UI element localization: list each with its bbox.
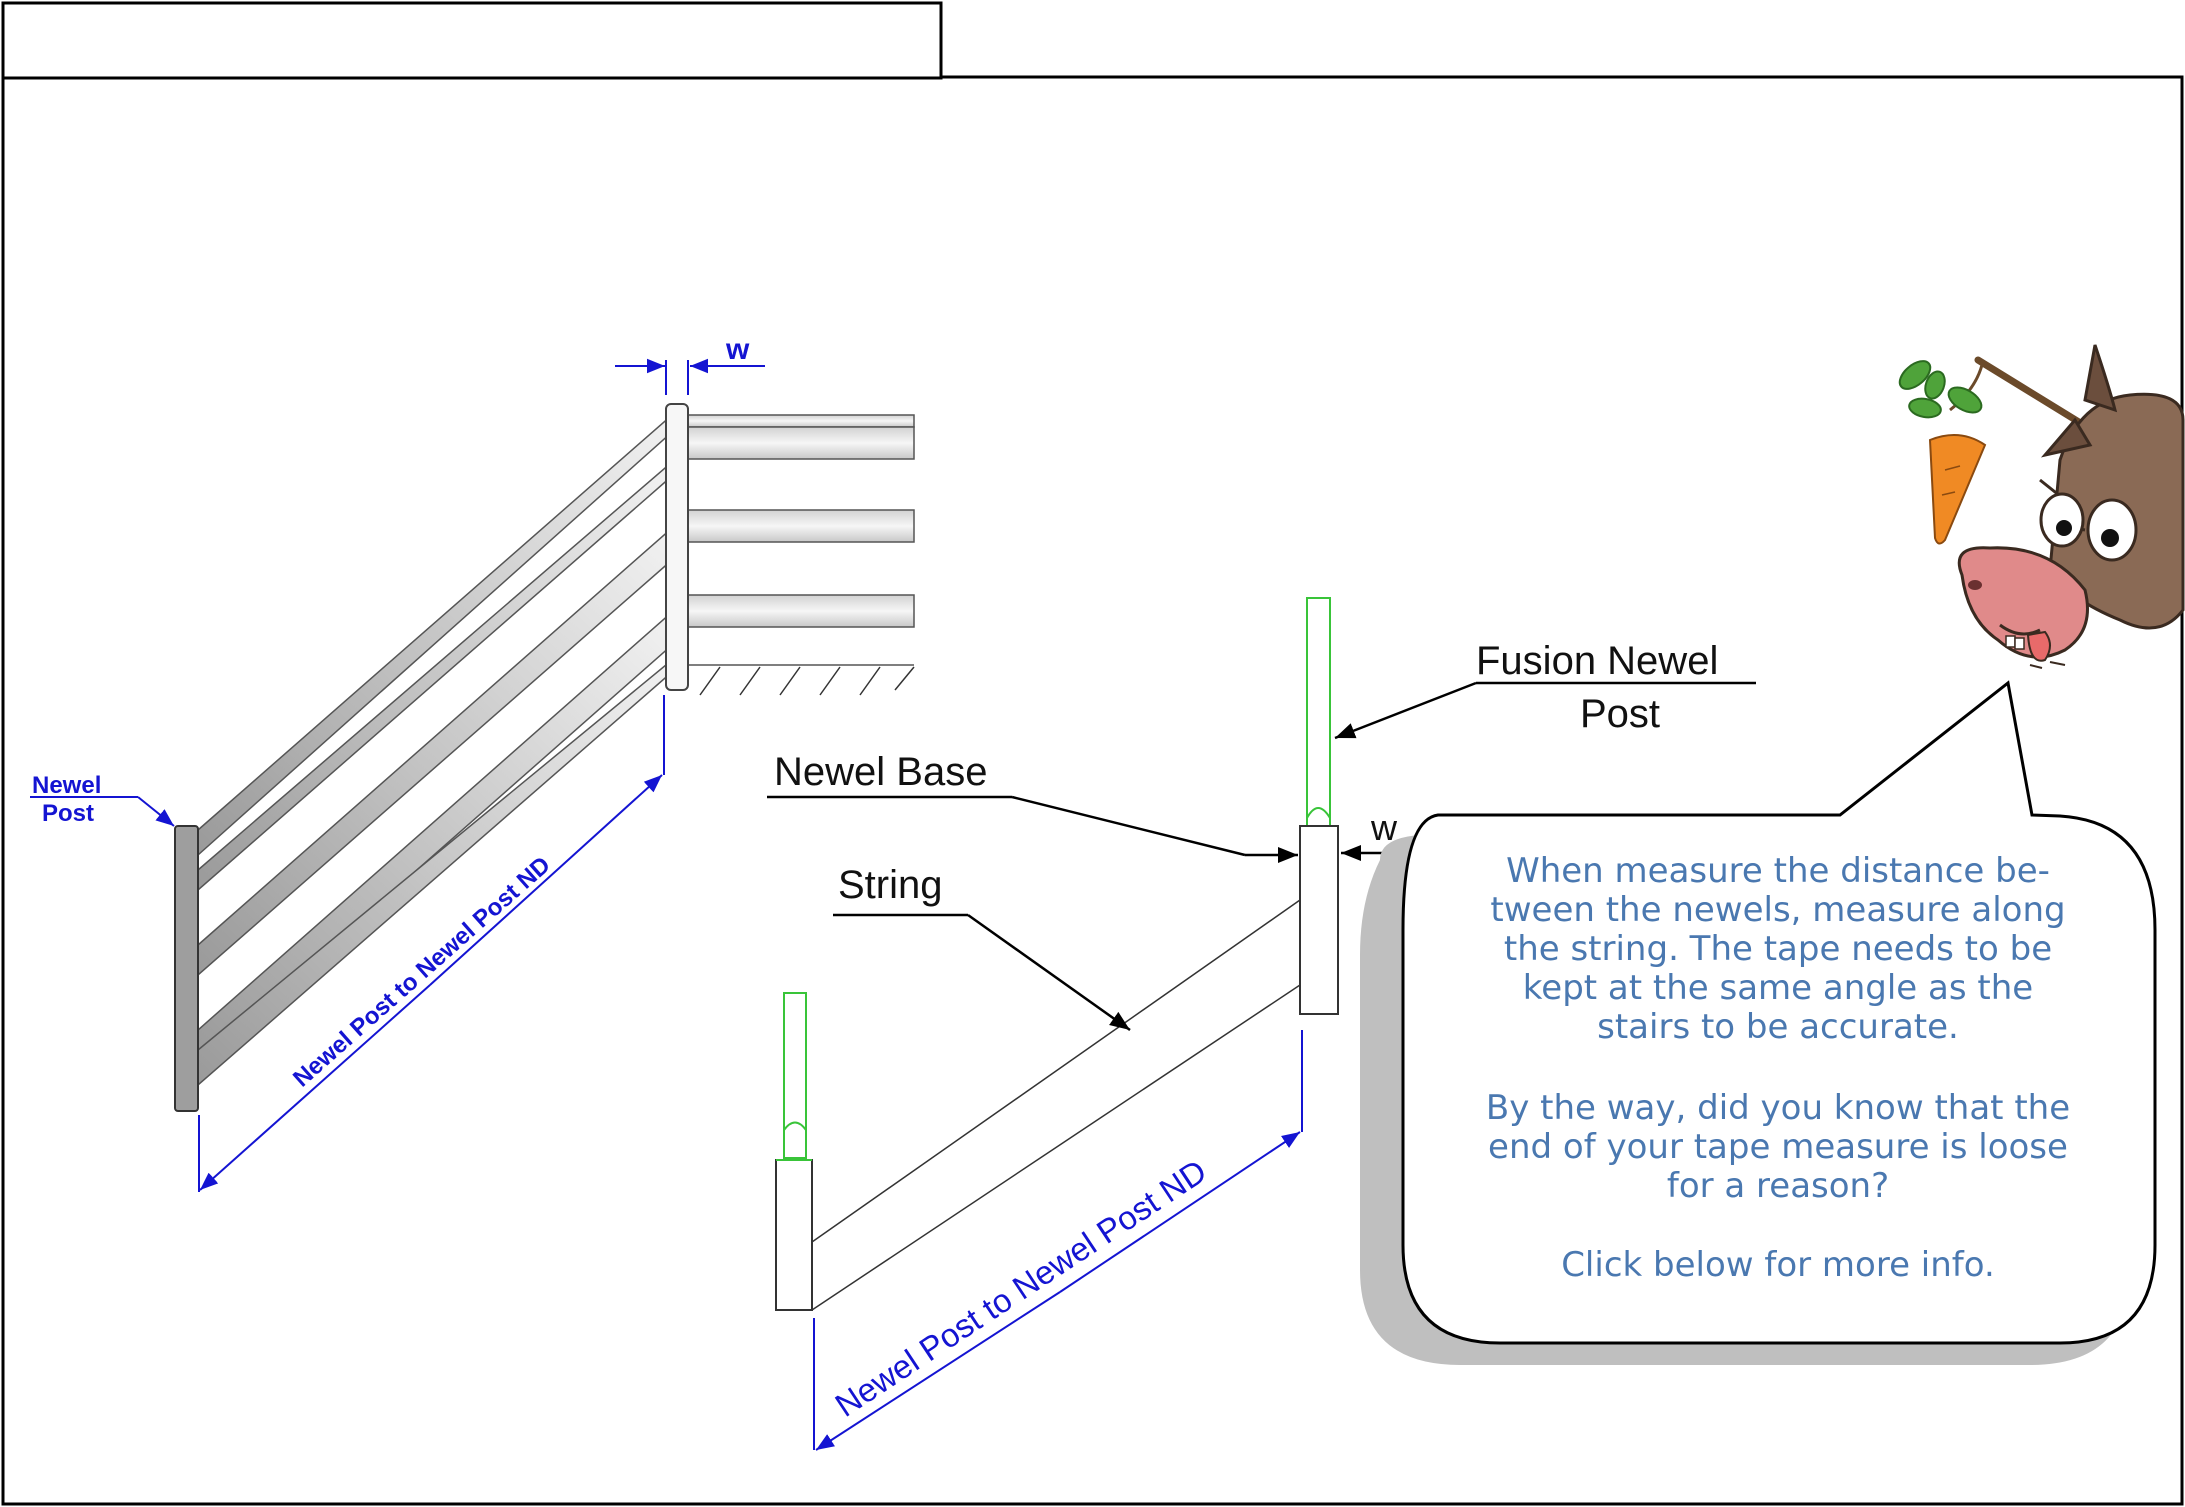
- newel-base-label: Newel Base: [774, 750, 987, 794]
- string-label: String: [838, 863, 943, 907]
- bubble-line: for a reason?: [1667, 1166, 1889, 1206]
- newel-base-callout: [767, 795, 1298, 863]
- fusion-post-label-line1: Fusion Newel: [1476, 639, 1718, 683]
- speech-bubble-text: When measure the distance be- tween the …: [1486, 851, 2070, 1285]
- bubble-line: end of your tape measure is loose: [1488, 1127, 2068, 1167]
- fusion-post-label-line2: Post: [1580, 692, 1660, 736]
- bubble-line: kept at the same angle as the: [1523, 968, 2033, 1008]
- bubble-line: When measure the distance be-: [1506, 851, 2050, 891]
- right-length-label: Newel Post to Newel Post ND: [828, 1152, 1212, 1424]
- left-length-dimension: [198, 695, 665, 1192]
- left-width-dimension: [615, 358, 765, 395]
- bubble-line: By the way, did you know that the: [1486, 1088, 2070, 1128]
- speech-bubble: [1360, 680, 2157, 1365]
- stair-rail-illustration: [174, 403, 915, 1112]
- string-and-newels-illustration: [775, 597, 1339, 1311]
- right-length-dimension: [813, 1030, 1303, 1451]
- bubble-line: Click below for more info.: [1561, 1245, 1995, 1285]
- left-newel-label-line1: Newel: [32, 772, 101, 799]
- left-newel-callout: [30, 796, 175, 827]
- left-width-label: w: [725, 333, 750, 366]
- bubble-line: tween the newels, measure along: [1490, 890, 2065, 930]
- bubble-line: stairs to be accurate.: [1597, 1007, 1959, 1047]
- string-callout: [833, 913, 1131, 1032]
- fusion-post-callout: [1334, 681, 1756, 740]
- left-newel-label-line2: Post: [42, 800, 94, 827]
- bubble-line: the string. The tape needs to be: [1504, 929, 2052, 969]
- donkey-with-carrot-icon: [1898, 344, 2185, 669]
